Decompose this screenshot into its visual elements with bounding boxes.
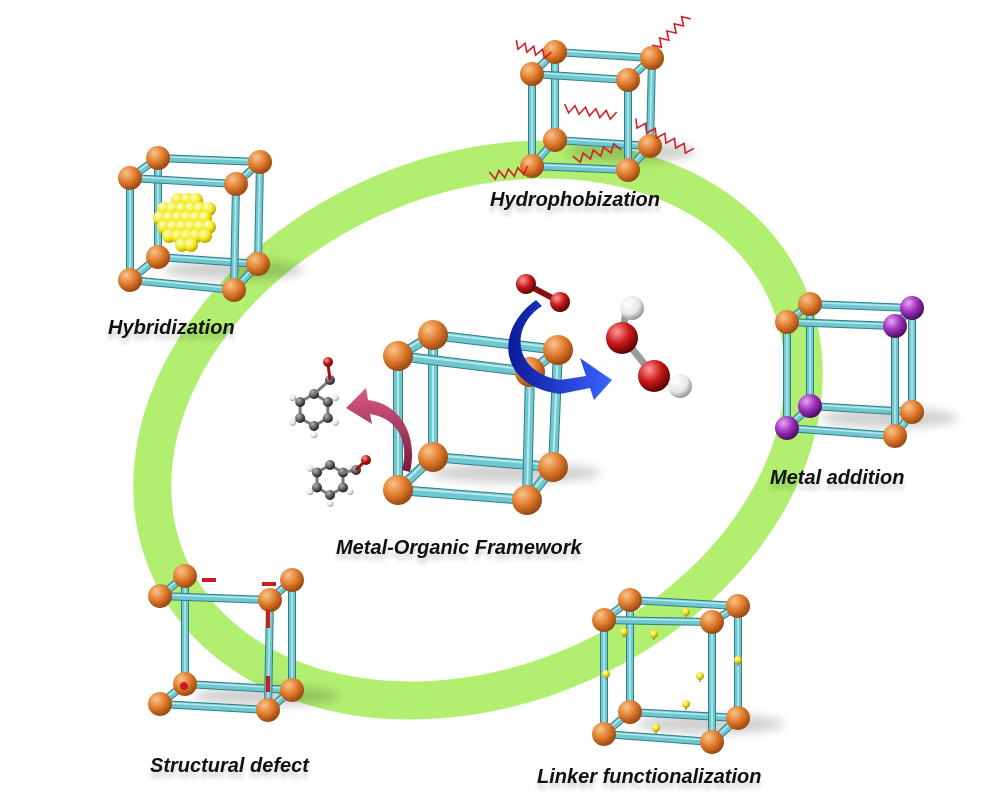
blue-arrow [508,300,612,400]
benzyl-alcohol-molecule-icon [306,455,371,507]
label-metal-addition: Metal addition [770,467,905,489]
mof-cube-with-functional-groups-icon [592,588,785,754]
mof-cube-with-alkyl-chains-icon [488,15,696,182]
mof-unit-cell-icon [383,320,601,515]
nanoparticle-cluster [153,193,216,252]
mof-cube-with-missing-linkers-icon [148,564,339,722]
label-hybridization: Hybridization [108,317,235,339]
mof-cube-with-added-metal-icon [775,292,959,448]
mof-cube-with-nanoparticle-icon [118,146,305,302]
label-metal-organic-framework: Metal-Organic Framework [336,537,582,559]
label-hydrophobization: Hydrophobization [490,189,660,211]
hydrogen-peroxide-molecule-icon [606,296,692,398]
label-structural-defect: Structural defect [150,755,309,777]
benzaldehyde-molecule-icon [289,357,339,439]
oxygen-molecule-icon [516,274,570,312]
label-linker-functionalization: Linker functionalization [537,766,762,788]
pink-arrow [346,388,413,472]
modification-ring [133,140,823,720]
